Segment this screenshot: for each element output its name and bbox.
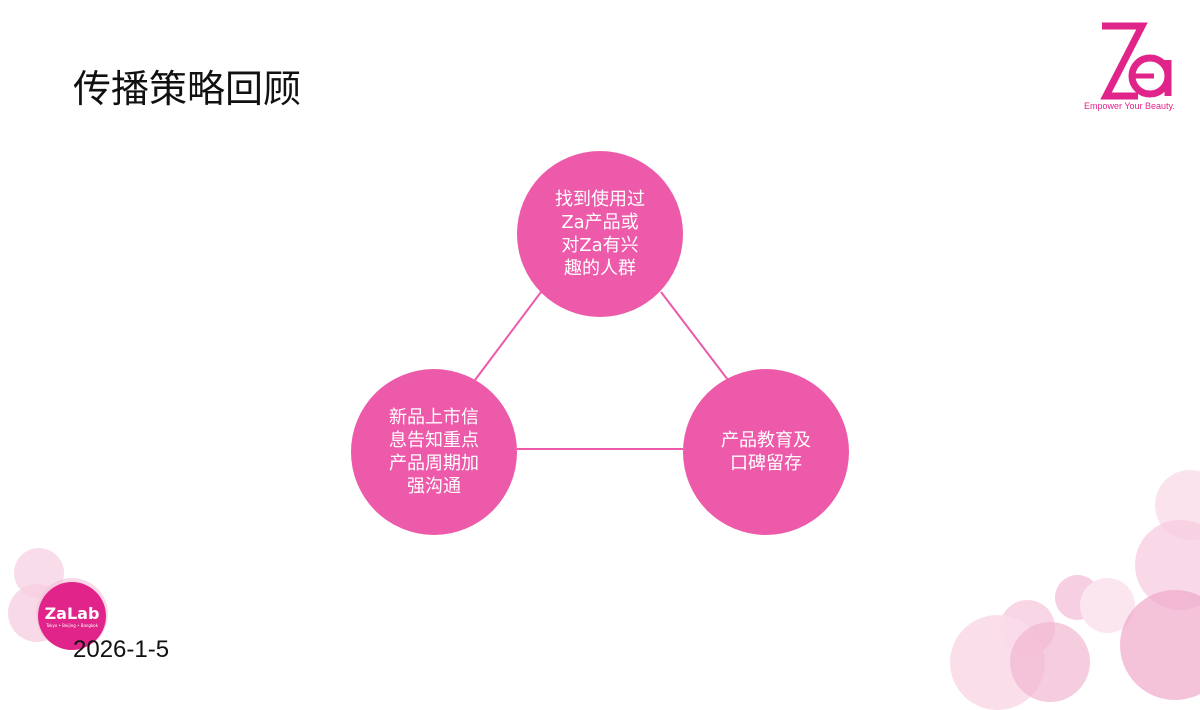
- connector-top-left: [474, 291, 542, 381]
- diagram-node-audience: 找到使用过Za产品或对Za有兴趣的人群: [517, 151, 683, 317]
- brand-tagline: Empower Your Beauty.: [1084, 101, 1175, 111]
- diagram-node-launch: 新品上市信息告知重点产品周期加强沟通: [351, 369, 517, 535]
- slide-date: 2026-1-5: [73, 636, 170, 663]
- connector-top-right: [660, 291, 729, 381]
- diagram-connectors: [474, 291, 729, 450]
- za-logo: [1100, 22, 1172, 100]
- decor-bubble: [1010, 622, 1090, 702]
- zalab-logo: ZaLab Tokyo • Beijing • Bangkok: [38, 582, 106, 650]
- diagram-node-education: 产品教育及口碑留存: [683, 369, 849, 535]
- slide-title: 传播策略回顾: [73, 67, 302, 111]
